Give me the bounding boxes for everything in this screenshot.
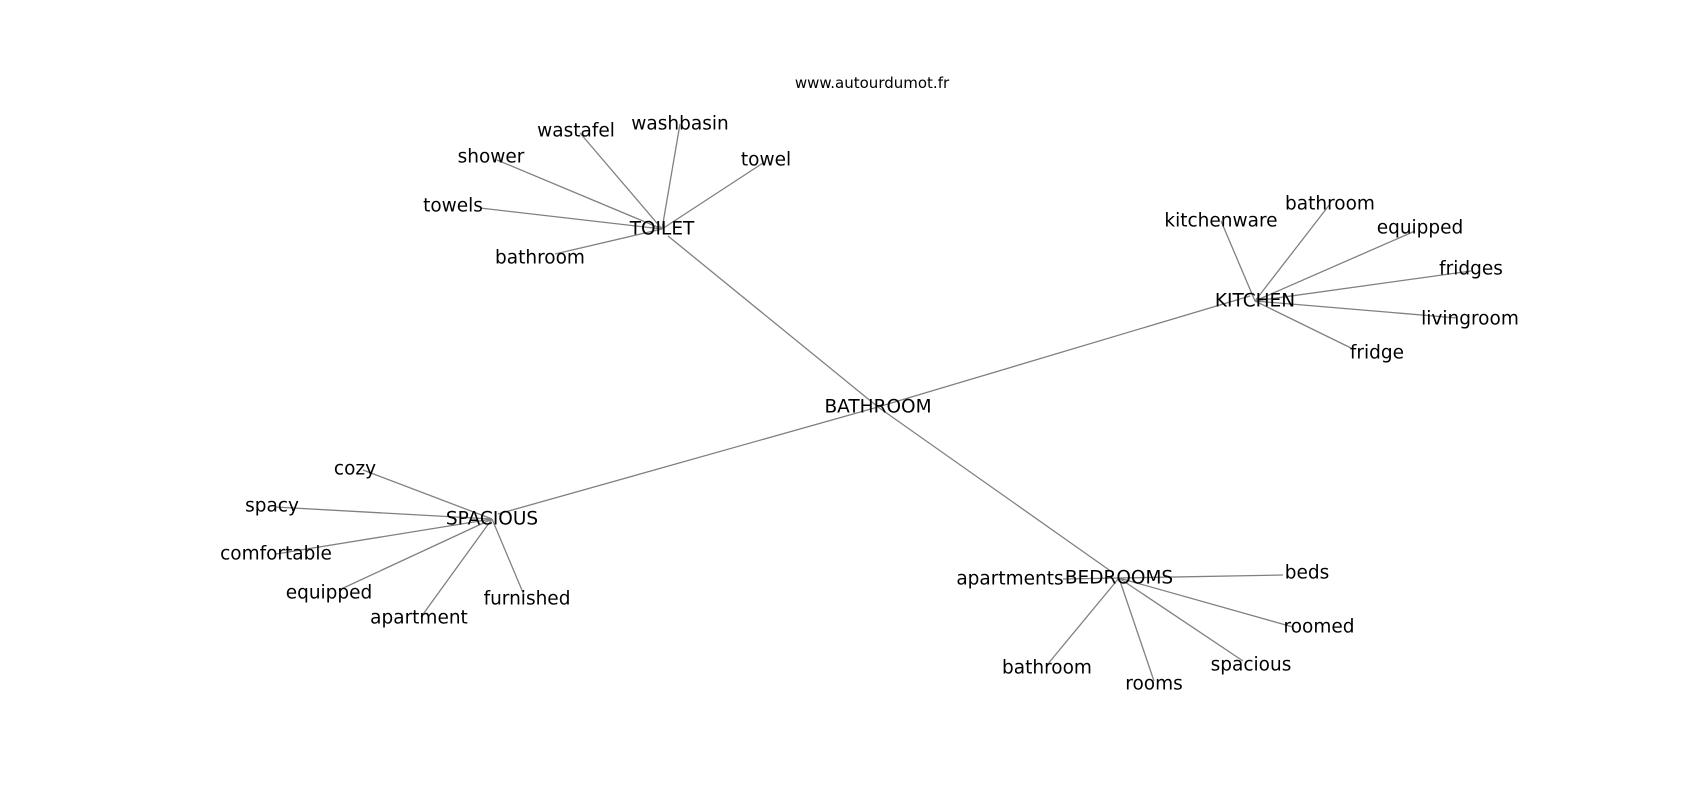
leaf-node-spacious-apartment: apartment: [370, 608, 468, 629]
labels-layer: www.autourdumot.fr BATHROOM TOILET wastafe…: [220, 74, 1519, 695]
edge-kitchen-kitchenware: [1220, 220, 1256, 302]
leaf-node-kitchen-bathroom: bathroom: [1285, 194, 1375, 215]
edge-toilet-shower: [496, 159, 663, 230]
leaf-node-bedrooms-roomed: roomed: [1284, 617, 1355, 638]
leaf-node-toilet-washbasin: washbasin: [631, 114, 728, 135]
edge-spacious-spacy: [274, 506, 493, 520]
edge-center-toilet: [667, 235, 879, 408]
leaf-node-spacious-furnished: furnished: [484, 589, 571, 610]
leaf-node-kitchen-livingroom: livingroom: [1421, 309, 1519, 330]
leaf-node-bedrooms-apartments: apartments: [956, 569, 1063, 590]
leaf-node-kitchen-fridge: fridge: [1350, 343, 1404, 364]
edge-bedrooms-rooms: [1118, 577, 1155, 682]
edge-bedrooms-spacious: [1118, 577, 1244, 662]
leaf-node-spacious-comfortable: comfortable: [220, 544, 332, 565]
leaf-node-toilet-towel: towel: [741, 150, 791, 171]
edge-center-spacious: [497, 406, 879, 515]
leaf-node-toilet-wastafel: wastafel: [537, 121, 615, 142]
leaf-node-kitchen-kitchenware: kitchenware: [1164, 211, 1277, 232]
edge-kitchen-livingroom: [1254, 300, 1458, 319]
hub-node-kitchen: KITCHEN: [1215, 291, 1295, 312]
edge-spacious-equipped: [338, 518, 493, 591]
edge-kitchen-equipped: [1254, 230, 1416, 302]
leaf-node-kitchen-fridges: fridges: [1439, 259, 1503, 280]
edge-center-kitchen: [877, 295, 1251, 408]
leaf-node-bedrooms-spacious: spacious: [1211, 655, 1292, 676]
leaf-node-toilet-shower: shower: [458, 147, 525, 168]
edge-kitchen-fridge: [1254, 300, 1354, 350]
leaf-node-bedrooms-beds: beds: [1285, 563, 1330, 584]
site-label: www.autourdumot.fr: [795, 74, 950, 92]
edge-bedrooms-bathroom: [1046, 577, 1120, 666]
hub-node-toilet: TOILET: [629, 219, 695, 240]
edge-toilet-towel: [661, 162, 764, 230]
edge-toilet-bathroom: [554, 228, 663, 255]
leaf-node-bedrooms-bathroom: bathroom: [1002, 658, 1092, 679]
center-node: BATHROOM: [824, 397, 931, 418]
edge-toilet-wastafel: [579, 132, 663, 230]
leaf-node-spacious-equipped: equipped: [286, 583, 373, 604]
leaf-node-spacious-cozy: cozy: [334, 459, 376, 480]
edge-toilet-towels: [479, 207, 663, 230]
edge-spacious-apartment: [420, 518, 493, 618]
edge-spacious-furnished: [491, 518, 525, 596]
leaf-node-toilet-bathroom: bathroom: [495, 248, 585, 269]
edge-kitchen-fridges: [1254, 270, 1472, 302]
edge-toilet-washbasin: [661, 123, 681, 230]
leaf-node-kitchen-equipped: equipped: [1377, 218, 1464, 239]
leaf-node-bedrooms-rooms: rooms: [1125, 674, 1183, 695]
leaf-node-toilet-towels: towels: [423, 196, 483, 217]
edge-bedrooms-apartments: [1062, 577, 1120, 580]
hub-node-spacious: SPACIOUS: [446, 509, 538, 530]
edge-spacious-cozy: [362, 469, 493, 520]
edge-kitchen-bathroom: [1254, 203, 1331, 302]
edges-layer: [274, 123, 1472, 682]
leaf-node-spacious-spacy: spacy: [245, 496, 299, 517]
edge-bedrooms-roomed: [1118, 577, 1294, 628]
edge-bedrooms-beds: [1118, 574, 1284, 579]
edge-center-bedrooms: [877, 406, 1113, 573]
hub-node-bedrooms: BEDROOMS: [1065, 568, 1173, 589]
edge-spacious-comfortable: [275, 518, 493, 555]
